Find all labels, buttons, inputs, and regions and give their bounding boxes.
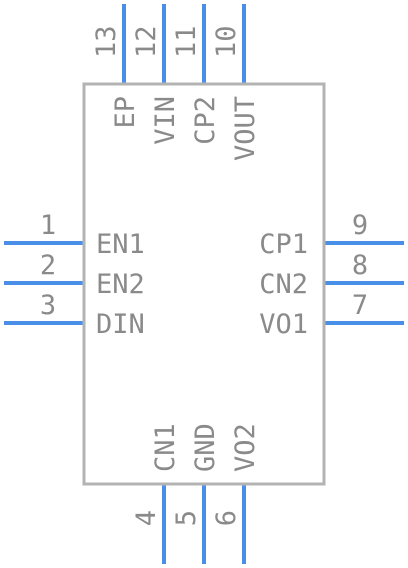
pin-12-number: 12 — [131, 25, 162, 58]
pin-3-name: DIN — [96, 309, 145, 340]
pin-8-name: CN2 — [259, 269, 308, 300]
pin-2-number: 2 — [40, 250, 56, 281]
pin-4-number: 4 — [131, 510, 162, 526]
pin-11-number: 11 — [171, 25, 202, 58]
pin-5-number: 5 — [171, 510, 202, 526]
pin-9-name: CP1 — [259, 229, 308, 260]
pin-1-name: EN1 — [96, 229, 145, 260]
pin-10-number: 10 — [211, 25, 242, 58]
component-body — [82, 82, 326, 486]
pin-7-number: 7 — [352, 290, 368, 321]
pin-13-number: 13 — [91, 25, 122, 58]
pin-8-number: 8 — [352, 250, 368, 281]
pin-1-number: 1 — [40, 210, 56, 241]
pin-9-number: 9 — [352, 210, 368, 241]
pin-10-name: VOUT — [230, 96, 261, 161]
pin-2-name: EN2 — [96, 269, 145, 300]
pin-12-name: VIN — [150, 96, 181, 145]
pin-4-name: CN1 — [150, 423, 181, 472]
pin-6-name: VO2 — [230, 423, 261, 472]
pin-5-name: GND — [190, 423, 221, 472]
pin-7-name: VO1 — [259, 309, 308, 340]
pin-3-number: 3 — [40, 290, 56, 321]
pin-6-number: 6 — [211, 510, 242, 526]
pin-13-name: EP — [110, 96, 141, 129]
pin-11-name: CP2 — [190, 96, 221, 145]
